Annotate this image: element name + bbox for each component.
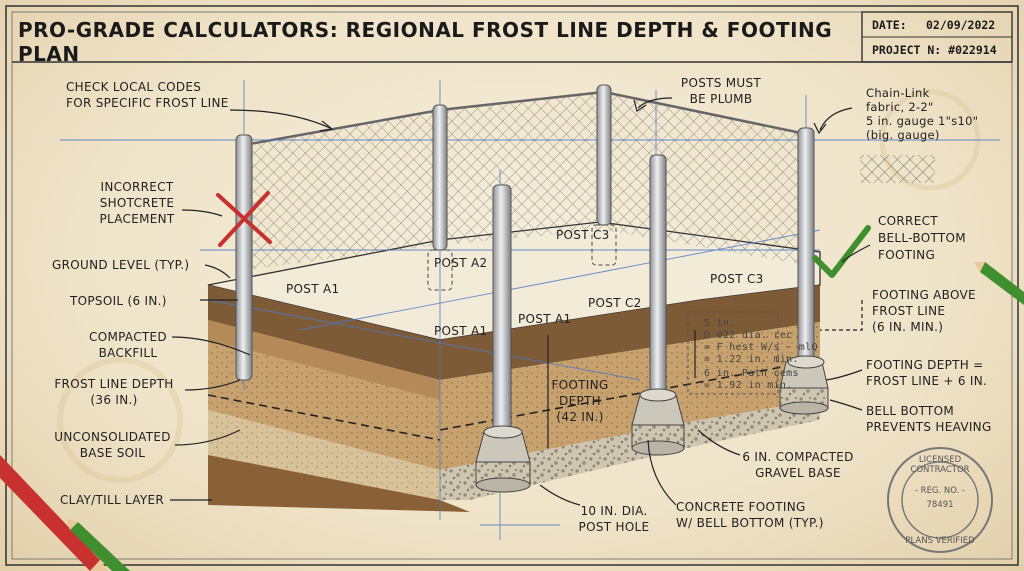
- contractor-stamp: [887, 447, 993, 553]
- page-title: PRO-GRADE CALCULATORS: REGIONAL FROST LI…: [18, 18, 833, 66]
- sheet-border: [5, 5, 1019, 566]
- chain-link-line2: fabric, 2-2": [866, 100, 934, 114]
- front-soil-section: [439, 285, 821, 500]
- footing-depth-2: DEPTH: [559, 394, 601, 408]
- clay-label: CLAY/TILL LAYER: [60, 493, 165, 507]
- chain-link-line4: (big. gauge): [866, 128, 940, 142]
- incorrect-label-1: INCORRECT: [100, 180, 174, 194]
- note-line-3: = F hest W/s - mlQ: [704, 342, 818, 353]
- leader-arrows: [170, 97, 871, 506]
- bell-label-1: BELL BOTTOM: [866, 404, 955, 418]
- project-number: PROJECT N: #022914: [872, 43, 997, 57]
- base-soil-label-2: BASE SOIL: [79, 446, 146, 460]
- post-a1-left-label: POST A1: [286, 282, 340, 296]
- plumb-label-1: POSTS MUST: [680, 76, 762, 90]
- check-codes-line2: FOR SPECIFIC FROST LINE: [66, 96, 229, 110]
- chain-link-line3: 5 in. gauge 1"s10": [866, 114, 979, 128]
- date-label: DATE:: [872, 18, 907, 32]
- left-soil-section: [207, 285, 470, 512]
- stamp-ring-bottom: PLANS VERIFIED: [905, 536, 975, 546]
- above-label-1: FOOTING ABOVE: [872, 288, 976, 302]
- note-line-1: 5 in.: [704, 318, 736, 329]
- backfill-label-1: COMPACTED: [89, 330, 167, 344]
- post-a2-label: POST A2: [434, 256, 488, 270]
- plumb-label-2: BE PLUMB: [689, 92, 753, 106]
- incorrect-x-mark: [216, 191, 272, 247]
- frost-line-label-1: FROST LINE DEPTH: [54, 377, 174, 391]
- above-label-3: (6 in. MIN.): [872, 320, 944, 334]
- correct-label-1: CORRECT: [878, 214, 938, 228]
- above-label-2: FROST LINE: [872, 304, 946, 318]
- correct-label-3: FOOTING: [878, 248, 936, 262]
- frost-line-label-2: (36 IN.): [90, 393, 138, 407]
- note-line-5: 6 in. Path cems: [704, 368, 799, 379]
- depth-eq-label-1: FOOTING DEPTH =: [866, 358, 984, 372]
- mesh-swatch: [860, 155, 935, 183]
- concrete-label-1: CONCRETE FOOTING: [676, 500, 806, 514]
- post-a1-mid-label: POST A1: [434, 324, 488, 338]
- red-pencil: [0, 455, 108, 571]
- hole-label-2: POST HOLE: [578, 520, 650, 534]
- topsoil-label: TOPSOIL (6 in.): [70, 294, 167, 308]
- stamp-reg-number: 78491: [926, 500, 954, 510]
- note-line-4: = 1.22 in. min.: [704, 354, 799, 365]
- gravel-label-1: 6 in. COMPACTED: [742, 450, 854, 464]
- stamp-reg-label: - REG. NO. -: [914, 486, 966, 496]
- hidden-post-holes: [427, 224, 617, 291]
- date-value: 02/09/2022: [926, 18, 996, 32]
- green-pencil-bottom: [66, 518, 130, 571]
- concrete-footings: [475, 355, 829, 493]
- green-pencil: [974, 262, 1024, 305]
- post-a1-front-label: POST A1: [518, 312, 572, 326]
- concrete-label-2: W/ BELL BOTTOM (TYP.): [676, 516, 824, 530]
- post-c3-back-label: POST C3: [556, 228, 610, 242]
- check-codes-line1: CHECK LOCAL CODES: [66, 80, 202, 94]
- note-line-6: = 1.92 in min.: [704, 380, 793, 391]
- bell-label-2: PREVENTS HEAVING: [866, 420, 992, 434]
- incorrect-label-3: PLACEMENT: [99, 212, 175, 226]
- correct-check-mark: [812, 225, 871, 278]
- base-soil-label-1: UNCONSOLIDATED: [54, 430, 171, 444]
- post-c3-right-label: POST C3: [710, 272, 764, 286]
- chain-link-line1: Chain-Link: [866, 86, 930, 100]
- fence-posts: [235, 84, 815, 436]
- gravel-label-2: GRAVEL BASE: [755, 466, 841, 480]
- ground-level-label: GROUND LEVEL (TYP.): [52, 258, 190, 272]
- note-box: [687, 311, 779, 395]
- note-line-2: D 022 dia. rec: [704, 330, 793, 341]
- footing-depth-3: (42 in.): [556, 410, 604, 424]
- depth-eq-label-2: FROST LINE + 6 IN.: [866, 374, 988, 388]
- incorrect-label-2: SHOTCRETE: [99, 196, 175, 210]
- footing-depth-1: FOOTING: [551, 378, 609, 392]
- post-c2-label: POST C2: [588, 296, 642, 310]
- backfill-label-2: BACKFILL: [98, 346, 158, 360]
- stamp-ring-top: LICENSED CONTRACTOR: [910, 455, 970, 475]
- hole-label-1: 10 in. DIA.: [580, 504, 648, 518]
- correct-label-2: BELL-BOTTOM: [878, 231, 966, 245]
